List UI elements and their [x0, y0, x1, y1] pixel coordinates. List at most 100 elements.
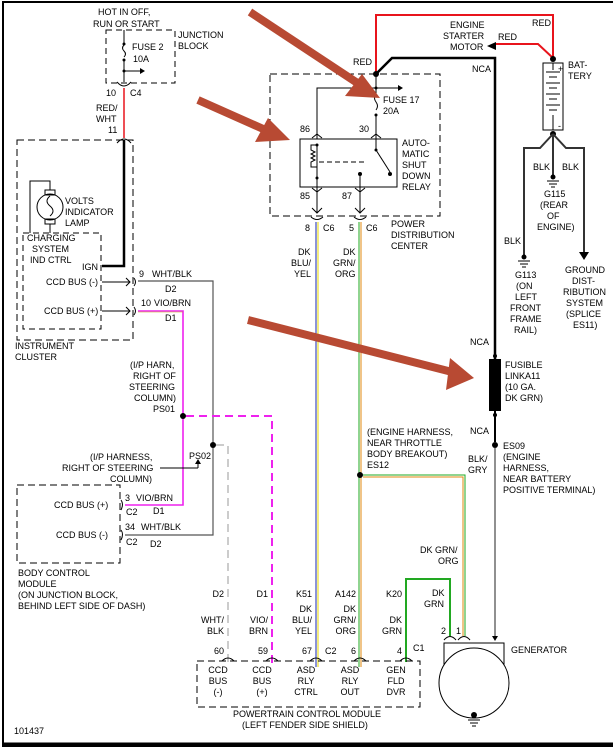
g113-1: G113 [515, 270, 536, 280]
pdc-pin-5: 5 [349, 223, 354, 233]
pcm-function-label: OUT [341, 687, 361, 697]
pdc-name-3: CENTER [391, 241, 429, 251]
pcm-wire-color: BRN [249, 626, 268, 636]
generator-icon [438, 647, 510, 719]
g113-2: (ON [516, 281, 533, 291]
gds-blk: BLK [562, 162, 579, 172]
lamp-label-2: INDICATOR [65, 207, 114, 217]
pcm-pin: 60 [214, 646, 224, 656]
wire-red-battery [375, 14, 554, 74]
fl-name-1: FUSIBLE [505, 360, 543, 370]
c4-label: C4 [130, 88, 142, 98]
ic-pin-9: 9 [139, 269, 144, 279]
wire-a-label-2: BLU/ [291, 258, 312, 268]
gds-1: GROUND [565, 265, 605, 275]
pcm-function-label: BUS [253, 676, 272, 686]
g113-5: FRAME [510, 314, 542, 324]
blk-gry-1: BLK/ [468, 454, 488, 464]
battery-name-2: TERY [568, 71, 592, 81]
ground-dist-arrow-icon [579, 252, 589, 260]
gen-dkgrn-2: GRN [424, 599, 444, 609]
instrument-cluster-name-1: INSTRUMENT [15, 341, 74, 351]
pcm-connector [265, 657, 279, 662]
blk-gry-2: GRY [468, 465, 487, 475]
pdc-c6b: C6 [366, 223, 378, 233]
wire-dk-grn-k20 [405, 578, 451, 662]
gen-wire-label-1: DK GRN/ [420, 545, 458, 555]
pcm-function-label: ASD [341, 665, 360, 675]
ign-label: IGN [82, 262, 98, 272]
bcm-name-4: BEHIND LEFT SIDE OF DASH) [18, 601, 145, 611]
annotation-arrow-fuse17-b [196, 96, 290, 142]
ps02-note-1: (I/P HARNESS, [90, 452, 152, 462]
pcm-function-label: RLY [342, 676, 359, 686]
fuse17-label: FUSE 17 [383, 95, 420, 105]
wire-b-label-2: GRN/ [333, 258, 356, 268]
body-control-module: CCD BUS (+) CCD BUS (-) 3 VIO/BRN C2 D1 … [16, 484, 181, 611]
pcm-wire-color: DK [343, 604, 356, 614]
g115-1: G115 [544, 189, 565, 199]
ps01-note-4: COLUMN) [134, 393, 176, 403]
pcm-circuit: A142 [335, 589, 356, 599]
wire-a-label-1: DK [298, 247, 311, 257]
volts-indicator-lamp-icon [36, 193, 64, 221]
hot-label-2: RUN OR START [93, 19, 160, 29]
annotation-arrows [196, 8, 474, 390]
wire-red-starter [496, 43, 554, 59]
gds-4: SYSTEM [566, 298, 603, 308]
hot-label-1: HOT IN OFF, [98, 7, 150, 17]
junction-block-name-2: BLOCK [178, 41, 209, 51]
bcm-pin-34: 34 [125, 522, 135, 532]
starter-name-3: MOTOR [450, 42, 484, 52]
wire-b-label-1: DK [343, 247, 356, 257]
bcm-wire-vio-brn: VIO/BRN [136, 493, 173, 503]
wire-wht-blk-ic [125, 280, 214, 536]
pcm-function-label: ASD [297, 665, 316, 675]
es12-id: ES12 [367, 460, 389, 470]
es09-note-3: NEAR BATTERY [503, 474, 571, 484]
pcm-name-2: (LEFT FENDER SIDE SHIELD) [242, 720, 368, 730]
relay-name-2: MATIC [402, 149, 430, 159]
red-wht-label-2: WHT [96, 114, 117, 124]
bcm-circuit-d1: D1 [153, 506, 165, 516]
wire-d2-pcm [216, 444, 229, 667]
pdc-name-2: DISTRIBUTION [391, 230, 455, 240]
arrow-right-icon [140, 68, 145, 74]
battery-name-1: BAT- [568, 60, 587, 70]
relay-coil-icon [309, 144, 317, 168]
battery-nca: NCA [472, 64, 491, 74]
starter-red-1: RED [532, 18, 552, 28]
pcm-wire-color: BLU/ [292, 615, 313, 625]
ic-wire-wht-blk: WHT/BLK [152, 269, 192, 279]
relay-name-1: AUTO- [402, 138, 430, 148]
gen-pin-1: 1 [456, 626, 461, 636]
pcm-wire-color: WHT/ [201, 615, 224, 625]
pcm-function-label: GEN [386, 665, 406, 675]
pcm-circuit: K20 [386, 589, 402, 599]
g115-blk: BLK [533, 162, 550, 172]
red-wht-label-1: RED/ [96, 103, 118, 113]
pcm-connector [221, 657, 235, 662]
g115-4: ENGINE) [537, 222, 575, 232]
starter-name-2: STARTER [443, 31, 485, 41]
pcm-function-label: RLY [298, 676, 315, 686]
annotation-arrow-fuse17 [247, 8, 380, 98]
wire-nca [375, 56, 497, 360]
battery-minus: - [558, 121, 561, 131]
pcm-wire-color: DK [389, 615, 402, 625]
battery-plus: + [558, 64, 563, 74]
pin-86: 86 [300, 124, 310, 134]
wire-vio-brn-ic [125, 310, 184, 506]
generator-label: GENERATOR [511, 645, 568, 655]
pcm-function-label: FLD [387, 676, 405, 686]
ctrl-label-1: CHARGING [27, 233, 76, 243]
pcm-circuit: K51 [296, 589, 312, 599]
starter-battery: ENGINE STARTER MOTOR RED RED + - BAT- TE… [443, 18, 606, 335]
